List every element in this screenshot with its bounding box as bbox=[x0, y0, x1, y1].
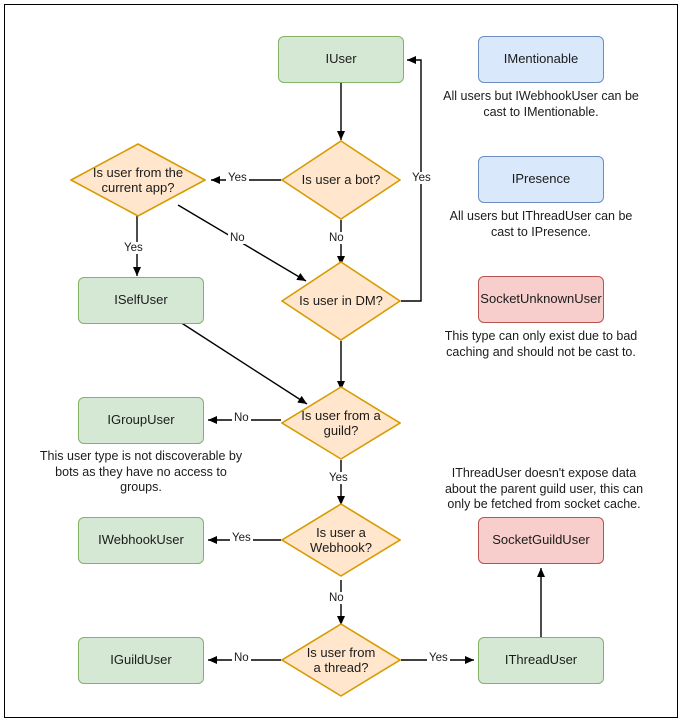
node-ipresence[interactable]: IPresence bbox=[478, 156, 604, 203]
diamond-shape bbox=[281, 386, 401, 460]
edge-label-webhook-yes: Yes bbox=[230, 532, 253, 544]
node-iwebhookuser[interactable]: IWebhookUser bbox=[78, 517, 204, 564]
edge-label-currentapp-no: No bbox=[228, 232, 247, 244]
note-socketunknownuser: This type can only exist due to bad cach… bbox=[444, 329, 638, 359]
diamond-shape bbox=[281, 261, 401, 341]
edge-label-bot-no: No bbox=[327, 232, 346, 244]
node-iuser-label: IUser bbox=[325, 51, 357, 67]
diamond-shape bbox=[70, 143, 206, 217]
node-iselfuser-label: ISelfUser bbox=[114, 292, 168, 308]
node-ithreaduser-label: IThreadUser bbox=[504, 652, 578, 668]
decision-is-user-a-bot[interactable]: Is user a bot? bbox=[281, 140, 401, 220]
node-iguilduser-label: IGuildUser bbox=[110, 652, 172, 668]
node-socketunknownuser[interactable]: SocketUnknownUser bbox=[478, 276, 604, 323]
decision-is-user-a-webhook[interactable]: Is user a Webhook? bbox=[281, 503, 401, 577]
decision-is-user-from-guild[interactable]: Is user from a guild? bbox=[281, 386, 401, 460]
note-imentionable: All users but IWebhookUser can be cast t… bbox=[443, 89, 639, 119]
decision-is-user-from-current-app[interactable]: Is user from the current app? bbox=[70, 143, 206, 217]
edge-label-dm-yes: Yes bbox=[410, 172, 433, 184]
node-igroupuser-label: IGroupUser bbox=[107, 412, 175, 428]
note-ipresence: All users but IThreadUser can be cast to… bbox=[449, 209, 633, 239]
decision-is-user-from-guild-label: Is user from a guild? bbox=[301, 407, 381, 438]
decision-is-user-a-bot-label: Is user a bot? bbox=[301, 172, 381, 188]
node-socketguilduser[interactable]: SocketGuildUser bbox=[478, 517, 604, 564]
diamond-shape bbox=[281, 140, 401, 220]
note-igroupuser: This user type is not discoverable by bo… bbox=[39, 449, 243, 495]
node-iselfuser[interactable]: ISelfUser bbox=[78, 277, 204, 324]
decision-is-user-in-dm-label: Is user in DM? bbox=[299, 293, 383, 309]
node-imentionable[interactable]: IMentionable bbox=[478, 36, 604, 83]
node-igroupuser[interactable]: IGroupUser bbox=[78, 397, 204, 444]
edge-label-currentapp-yes: Yes bbox=[122, 242, 145, 254]
edge-label-webhook-no: No bbox=[327, 592, 346, 604]
node-socketunknownuser-label: SocketUnknownUser bbox=[480, 291, 602, 307]
decision-is-user-a-webhook-label: Is user a Webhook? bbox=[310, 524, 372, 555]
decision-is-user-in-dm[interactable]: Is user in DM? bbox=[281, 261, 401, 341]
edge-label-guild-yes: Yes bbox=[327, 472, 350, 484]
edge-label-thread-no: No bbox=[232, 652, 251, 664]
decision-is-user-from-thread[interactable]: Is user from a thread? bbox=[281, 623, 401, 697]
node-iguilduser[interactable]: IGuildUser bbox=[78, 637, 204, 684]
edge-iselfuser-to-isguild bbox=[179, 321, 308, 405]
node-socketguilduser-label: SocketGuildUser bbox=[492, 532, 590, 548]
decision-is-user-from-current-app-label: Is user from the current app? bbox=[92, 164, 184, 195]
note-socketguilduser: IThreadUser doesn't expose data about th… bbox=[444, 466, 644, 512]
diamond-shape bbox=[281, 623, 401, 697]
edge-label-bot-yes: Yes bbox=[226, 172, 249, 184]
node-ipresence-label: IPresence bbox=[511, 171, 571, 187]
node-ithreaduser[interactable]: IThreadUser bbox=[478, 637, 604, 684]
diamond-shape bbox=[281, 503, 401, 577]
edge-label-guild-no: No bbox=[232, 412, 251, 424]
node-imentionable-label: IMentionable bbox=[503, 51, 579, 67]
edge-label-thread-yes: Yes bbox=[427, 652, 450, 664]
node-iwebhookuser-label: IWebhookUser bbox=[98, 532, 184, 548]
node-iuser[interactable]: IUser bbox=[278, 36, 404, 83]
decision-is-user-from-thread-label: Is user from a thread? bbox=[306, 644, 376, 675]
